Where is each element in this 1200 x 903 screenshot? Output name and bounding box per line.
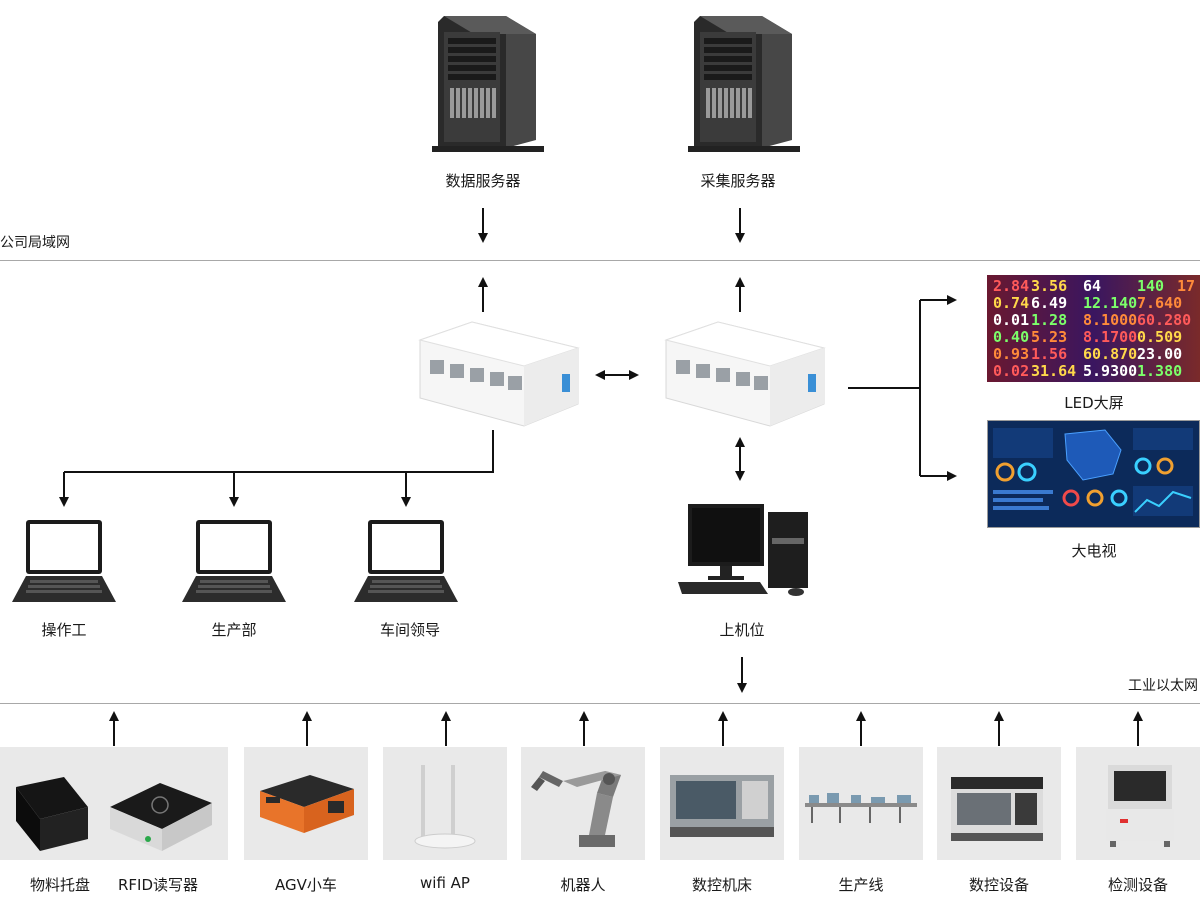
led-ticker-value: 23.00 [1137,345,1182,363]
tile-cnc-lathe [660,747,784,860]
robot-arm-icon [531,771,621,847]
wire-switch1-laptops [64,430,494,473]
led-ticker-value: 0.01 [993,311,1029,329]
tile-inspection [1076,747,1200,860]
led-ticker-value: 1.380 [1137,362,1182,380]
led-ticker-value: 0.02 [993,362,1029,380]
operator-label: 操作工 [41,621,87,639]
desktop-pc-icon [678,504,808,596]
led-ticker-value: 5.9300 [1083,362,1137,380]
led-ticker-value: 8.1000 [1083,311,1137,329]
collect-server-label: 采集服务器 [700,172,776,190]
production-line-label: 生产线 [838,876,884,894]
laptop-workshop-icon [354,520,458,602]
workshop-lead-label: 车间领导 [379,621,440,639]
led-ticker-value: 5.23 [1031,328,1067,346]
led-ticker-value: 6.49 [1031,294,1067,312]
switch-right-icon [664,321,826,427]
big-tv-label: 大电视 [1071,542,1117,560]
led-ticker-value: 8.1700 [1083,328,1137,346]
wifi-ap-icon [414,765,476,849]
cnc-equipment-icon [951,777,1043,841]
led-ticker-value: 7.640 [1137,294,1182,312]
robot-label: 机器人 [560,876,606,894]
led-ticker-value: 140 [1137,277,1164,295]
cnc-lathe-icon [670,775,774,837]
company-lan-line [0,260,1200,261]
switch-left-icon [418,321,580,427]
industrial-ethernet-line [0,703,1200,704]
led-ticker-value: 17 [1177,277,1195,295]
cnc-lathe-label: 数控机床 [691,876,752,894]
data-server-label: 数据服务器 [445,172,521,190]
led-screen-label: LED大屏 [1064,394,1124,412]
tile-production-line [799,747,923,860]
tray-rfid-icon [16,777,212,851]
wifi-label: wifi AP [420,874,470,892]
tray-label: 物料托盘 [29,876,90,894]
company-lan-label: 公司局域网 [0,235,70,251]
production-dept-label: 生产部 [211,621,257,639]
led-ticker-value: 64 [1083,277,1101,295]
led-ticker-value: 60.870 [1083,345,1137,363]
led-ticker-value: 12.140 [1083,294,1137,312]
agv-icon [260,775,354,833]
led-ticker-value: 0.93 [993,345,1029,363]
tile-agv [244,747,368,860]
led-ticker-value: 60.280 [1137,311,1191,329]
led-ticker-value: 1.56 [1031,345,1067,363]
laptop-operator-icon [12,520,116,602]
production-line-icon [805,793,917,823]
led-ticker-value: 0.40 [993,328,1029,346]
data-server-icon [432,16,544,152]
led-ticker-value: 0.509 [1137,328,1182,346]
inspection-label: 检测设备 [1107,876,1168,894]
host-pc-label: 上机位 [719,621,765,639]
inspection-equipment-icon [1106,765,1174,847]
led-ticker-value: 2.84 [993,277,1029,295]
collect-server-icon [688,16,800,152]
industrial-ethernet-label: 工业以太网 [1128,678,1198,694]
agv-label: AGV小车 [275,876,337,894]
laptop-production-icon [182,520,286,602]
led-ticker-value: 31.64 [1031,362,1076,380]
led-ticker-value: 0.74 [993,294,1029,312]
tile-wifi [383,747,507,860]
led-ticker-value: 3.56 [1031,277,1067,295]
cnc-equipment-label: 数控设备 [968,876,1029,894]
tv-dashboard-icon [987,420,1200,528]
led-ticker-value: 1.28 [1031,311,1067,329]
tile-tray-rfid [0,747,228,860]
tile-cnc-equipment [937,747,1061,860]
rfid-label: RFID读写器 [117,876,199,894]
tile-robot [521,747,645,860]
